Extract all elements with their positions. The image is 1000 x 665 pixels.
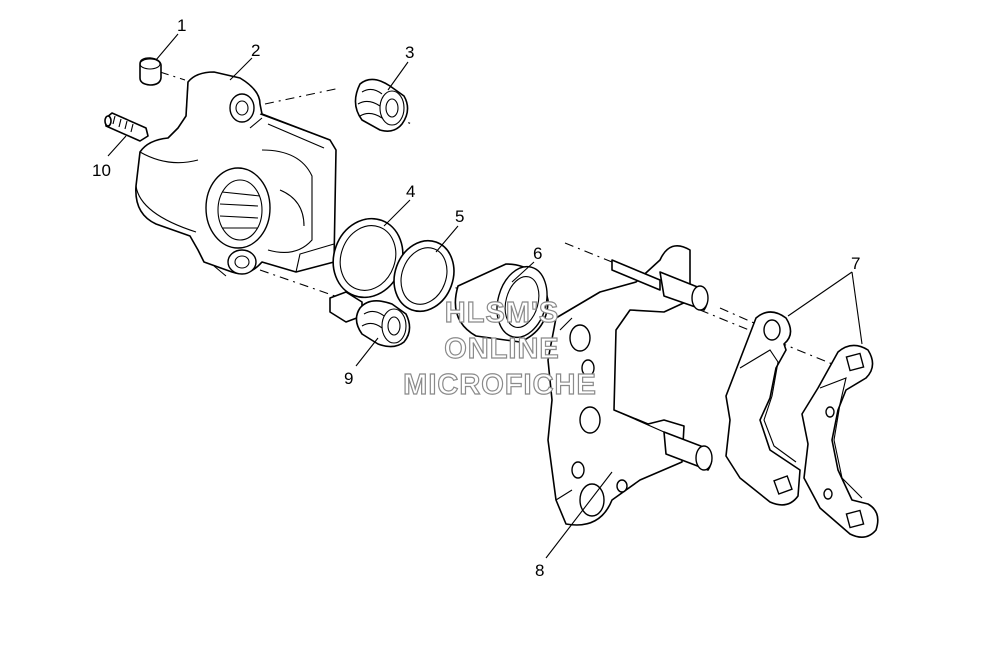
part-9-slide-pin-boot bbox=[329, 291, 411, 348]
part-7-brake-pad-inner bbox=[725, 311, 801, 506]
callout-4: 4 bbox=[406, 182, 415, 201]
callout-6: 6 bbox=[533, 244, 542, 263]
part-6-piston bbox=[454, 263, 549, 343]
watermark-line-1: HLSM'S bbox=[445, 297, 559, 329]
callout-9: 9 bbox=[344, 369, 353, 388]
watermark-line-3: MICROFICHE bbox=[403, 369, 597, 401]
callout-1: 1 bbox=[177, 16, 186, 35]
callout-5: 5 bbox=[455, 207, 464, 226]
part-10-bleeder-screw bbox=[104, 112, 149, 142]
callout-labels: 1 2 3 4 5 6 7 8 9 10 bbox=[92, 16, 860, 580]
part-3-pin-boot bbox=[354, 78, 409, 132]
part-8-mounting-bracket bbox=[547, 244, 713, 526]
part-1-bleeder-cap bbox=[139, 57, 162, 86]
callout-2: 2 bbox=[251, 41, 260, 60]
part-7-brake-pad-outer bbox=[801, 344, 879, 538]
watermark-line-2: ONLINE bbox=[444, 333, 560, 365]
part-2-caliper-body bbox=[135, 71, 337, 277]
leader-lines bbox=[107, 33, 863, 559]
watermark: HLSM'S ONLINE MICROFICHE bbox=[403, 296, 597, 401]
part-5-dust-seal bbox=[393, 239, 455, 313]
callout-3: 3 bbox=[405, 43, 414, 62]
callout-8: 8 bbox=[535, 561, 544, 580]
callout-7: 7 bbox=[851, 254, 860, 273]
callout-10: 10 bbox=[92, 161, 111, 180]
